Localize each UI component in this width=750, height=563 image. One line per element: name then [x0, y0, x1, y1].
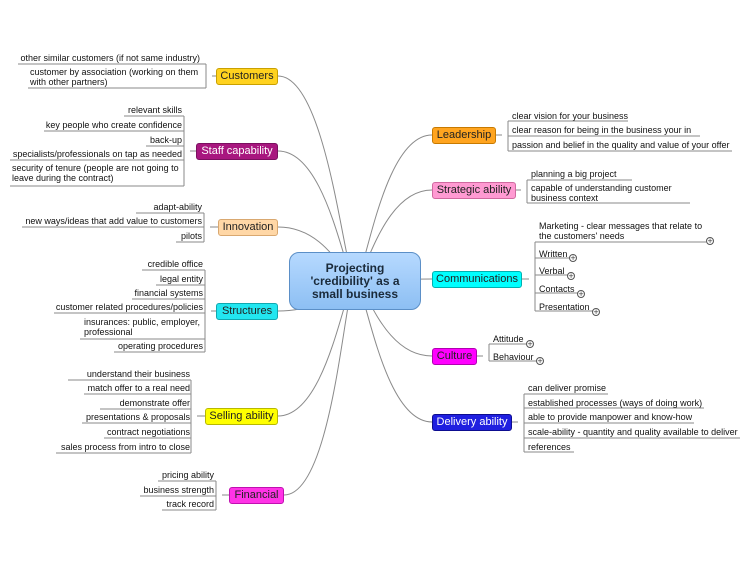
- expand-contacts-icon[interactable]: +: [577, 290, 585, 298]
- expand-marketing-icon[interactable]: +: [706, 237, 714, 245]
- leaf-innovation-0[interactable]: adapt-ability: [153, 202, 202, 212]
- topic-culture[interactable]: Culture: [432, 348, 477, 365]
- leaf-staff-4[interactable]: security of tenure (people are not going…: [12, 163, 179, 183]
- leaf-structures-1[interactable]: legal entity: [159, 274, 203, 284]
- leaf-communications-1[interactable]: Written: [539, 249, 568, 259]
- link-center-customers: [277, 75, 356, 282]
- topic-leadership[interactable]: Leadership: [432, 127, 496, 144]
- leaf-communications-0[interactable]: Marketing - clear messages that relate t…: [539, 221, 703, 241]
- topic-selling-ability[interactable]: Selling ability: [205, 408, 278, 425]
- leaf-selling-4[interactable]: contract negotiations: [106, 427, 190, 437]
- expand-behaviour-icon[interactable]: +: [536, 357, 544, 365]
- central-topic[interactable]: Projecting 'credibility' as a small busi…: [289, 252, 421, 310]
- expand-attitude-icon[interactable]: +: [526, 340, 534, 348]
- topic-delivery-ability[interactable]: Delivery ability: [432, 414, 512, 431]
- leaf-selling-1[interactable]: match offer to a real need: [87, 383, 190, 393]
- leaf-structures-5[interactable]: operating procedures: [117, 341, 203, 351]
- topic-structures[interactable]: Structures: [216, 303, 278, 320]
- leaf-selling-2[interactable]: demonstrate offer: [119, 398, 190, 408]
- topic-innovation[interactable]: Innovation: [218, 219, 278, 236]
- leaf-customers-0[interactable]: other similar customers (if not same ind…: [20, 53, 200, 63]
- expand-written-icon[interactable]: +: [569, 254, 577, 262]
- leaf-structures-2[interactable]: financial systems: [134, 288, 203, 298]
- leaf-strategic-1[interactable]: capable of understanding customer busine…: [531, 183, 672, 203]
- expand-presentation-icon[interactable]: +: [592, 308, 600, 316]
- leaf-selling-3[interactable]: presentations & proposals: [85, 412, 190, 422]
- leaf-culture-1[interactable]: Behaviour: [493, 352, 534, 362]
- leaf-staff-1[interactable]: key people who create confidence: [45, 120, 182, 130]
- leaf-innovation-1[interactable]: new ways/ideas that add value to custome…: [25, 216, 202, 226]
- topic-financial[interactable]: Financial: [229, 487, 284, 504]
- leaf-customers-1[interactable]: customer by association (working on them…: [30, 67, 199, 87]
- topic-customers[interactable]: Customers: [216, 68, 278, 85]
- leaf-communications-3[interactable]: Contacts: [539, 284, 575, 294]
- leaf-staff-0[interactable]: relevant skills: [127, 105, 182, 115]
- leaf-delivery-4[interactable]: references: [528, 442, 571, 452]
- leaf-delivery-3[interactable]: scale-ability - quantity and quality ava…: [528, 427, 738, 437]
- leaf-culture-0[interactable]: Attitude: [493, 334, 524, 344]
- leaf-delivery-2[interactable]: able to provide manpower and know-how: [528, 412, 693, 422]
- leaf-leadership-0[interactable]: clear vision for your business: [512, 111, 629, 121]
- leaf-delivery-1[interactable]: established processes (ways of doing wor…: [528, 398, 703, 408]
- leaf-leadership-2[interactable]: passion and belief in the quality and va…: [512, 140, 730, 150]
- topic-strategic-ability[interactable]: Strategic ability: [432, 182, 516, 199]
- leaf-selling-0[interactable]: understand their business: [86, 369, 190, 379]
- leaf-structures-0[interactable]: credible office: [147, 259, 203, 269]
- link-center-financial: [283, 280, 356, 496]
- leaf-innovation-2[interactable]: pilots: [180, 231, 202, 241]
- leaf-structures-4[interactable]: insurances: public, employer, profession…: [84, 317, 201, 337]
- leaf-selling-5[interactable]: sales process from intro to close: [60, 442, 190, 452]
- leaf-communications-2[interactable]: Verbal: [539, 266, 565, 276]
- leaf-strategic-0[interactable]: planning a big project: [531, 169, 617, 179]
- leaf-communications-4[interactable]: Presentation: [539, 302, 590, 312]
- expand-verbal-icon[interactable]: +: [567, 272, 575, 280]
- topic-staff-capability[interactable]: Staff capability: [196, 143, 278, 160]
- leaf-structures-3[interactable]: customer related procedures/policies: [55, 302, 203, 312]
- leaf-staff-2[interactable]: back-up: [149, 135, 182, 145]
- leaf-financial-2[interactable]: track record: [166, 499, 214, 509]
- topic-communications[interactable]: Communications: [432, 271, 522, 288]
- leaf-staff-3[interactable]: specialists/professionals on tap as need…: [12, 149, 182, 159]
- leaf-financial-0[interactable]: pricing ability: [161, 470, 214, 480]
- leaf-leadership-1[interactable]: clear reason for being in the business y…: [512, 125, 692, 135]
- leaf-financial-1[interactable]: business strength: [143, 485, 214, 495]
- leaf-delivery-0[interactable]: can deliver promise: [528, 383, 607, 393]
